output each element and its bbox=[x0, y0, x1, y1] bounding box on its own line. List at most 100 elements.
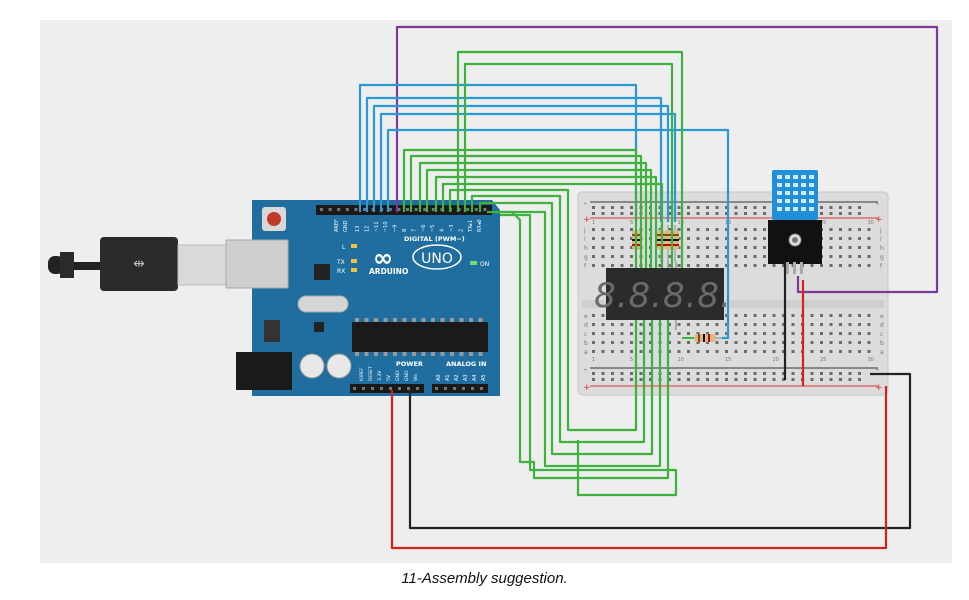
analog-pin-label: A2 bbox=[454, 374, 460, 381]
wire-green-4 bbox=[463, 62, 674, 268]
column-number: 30 bbox=[868, 357, 874, 363]
digital-pin-label: ~6 bbox=[421, 225, 427, 232]
digital-pin-label: 12 bbox=[364, 226, 370, 232]
analog-pin-label: A0 bbox=[436, 374, 442, 381]
rail-plus-label-tl: + bbox=[583, 215, 591, 225]
power-pin-label: GND bbox=[395, 370, 401, 381]
wire-purple-dht-signal bbox=[395, 25, 939, 294]
row-letter: i bbox=[584, 236, 586, 243]
column-number: 1 bbox=[592, 220, 595, 226]
column-number: 5 bbox=[630, 357, 633, 363]
power-pin-label: 3.3V bbox=[377, 370, 383, 381]
row-letter: f bbox=[584, 263, 587, 270]
column-number: 25 bbox=[820, 220, 826, 226]
usb-b-socket bbox=[225, 239, 289, 289]
power-pin-label: 5V bbox=[386, 374, 392, 381]
row-letter: c bbox=[584, 331, 587, 338]
digital-pin-label: 2 bbox=[458, 229, 464, 232]
rail-minus-label-tl: - bbox=[584, 199, 587, 208]
wire-green-9 bbox=[448, 188, 638, 432]
analog-pin-label: A5 bbox=[481, 374, 487, 381]
column-number: 10 bbox=[678, 357, 684, 363]
rail-plus-label-br: + bbox=[875, 383, 883, 393]
gnd-label: GND bbox=[343, 220, 349, 232]
wire-green-7 bbox=[434, 175, 658, 268]
wire-green-6 bbox=[425, 168, 653, 268]
wire-green-11 bbox=[478, 201, 654, 456]
usb-connector bbox=[177, 244, 229, 286]
breadboard-channel bbox=[582, 300, 884, 308]
row-letter: c bbox=[880, 331, 883, 338]
capacitor-1 bbox=[299, 353, 325, 379]
rail-plus-label-tr: + bbox=[875, 215, 883, 225]
arduino-infinity-logo: ∞ bbox=[373, 244, 393, 272]
row-letter: d bbox=[880, 322, 884, 329]
power-jack bbox=[236, 352, 292, 390]
column-number: 5 bbox=[630, 220, 633, 226]
model-label: UNO bbox=[421, 251, 453, 267]
row-letter: i bbox=[880, 236, 882, 243]
digital-pin-label: 7 bbox=[411, 229, 417, 232]
row-letter: h bbox=[880, 245, 884, 252]
row-letter: g bbox=[880, 254, 884, 261]
digital-pin-label: ~3 bbox=[449, 225, 455, 232]
row-letter: j bbox=[583, 227, 586, 234]
wire-green-14 bbox=[500, 213, 678, 497]
wire-green-3 bbox=[456, 50, 684, 268]
on-label: ON bbox=[480, 261, 489, 268]
row-letter: e bbox=[880, 313, 884, 320]
figure-caption: 11-Assembly suggestion. bbox=[401, 570, 568, 587]
row-letter: a bbox=[880, 349, 884, 356]
wire-green-5 bbox=[418, 161, 648, 268]
row-letter: b bbox=[880, 340, 884, 347]
analog-pin-label: A4 bbox=[472, 374, 478, 381]
power-pin-label: GND bbox=[404, 370, 410, 381]
row-letter: d bbox=[584, 322, 588, 329]
digital-pin-label: 13 bbox=[355, 226, 361, 232]
atmega-chip bbox=[352, 322, 488, 352]
column-number: 10 bbox=[678, 220, 684, 226]
row-letter: f bbox=[880, 263, 883, 270]
wires bbox=[358, 25, 939, 550]
wire-green-13 bbox=[495, 210, 670, 480]
crystal-oscillator bbox=[297, 295, 349, 313]
led-rx-label: RX bbox=[337, 268, 345, 275]
row-letter: b bbox=[584, 340, 588, 347]
capacitor-2 bbox=[326, 353, 352, 379]
wire-blue-5 bbox=[386, 128, 730, 340]
digital-pin-label: ~9 bbox=[393, 225, 399, 232]
wire-red-5v bbox=[390, 386, 888, 550]
aref-label: AREF bbox=[334, 219, 340, 232]
usb-plug bbox=[100, 237, 178, 291]
column-number: 25 bbox=[820, 357, 826, 363]
column-number: 20 bbox=[773, 357, 779, 363]
dht-sensor-module bbox=[768, 170, 822, 274]
digital-pin-label: 8 bbox=[402, 229, 408, 232]
analog-pin-label: A3 bbox=[463, 374, 469, 381]
digital-pin-label: 4 bbox=[440, 229, 446, 232]
regulator bbox=[264, 320, 280, 342]
row-letter: j bbox=[879, 227, 882, 234]
row-letter: g bbox=[584, 254, 588, 261]
row-letter: e bbox=[584, 313, 588, 320]
power-pin-label: Vin bbox=[413, 374, 419, 381]
usb-chip bbox=[314, 264, 330, 280]
wire-blue-3 bbox=[372, 104, 670, 222]
power-pin-label: IOREF bbox=[359, 367, 365, 381]
power-pin-label: RESET bbox=[368, 366, 374, 381]
wire-black-gnd bbox=[408, 372, 912, 530]
resistor-5 bbox=[682, 334, 726, 342]
digital-pin-label: ~11 bbox=[374, 221, 380, 232]
power-header bbox=[350, 384, 424, 393]
rail-plus-label-bl: + bbox=[583, 383, 591, 393]
power-header-label: POWER bbox=[396, 360, 423, 368]
analog-pin-label: A1 bbox=[445, 374, 451, 381]
arduino-uno-board: ⇹ ∞ UNO ARDUINO L TX RX ON bbox=[48, 200, 500, 396]
analog-header-label: ANALOG IN bbox=[446, 360, 486, 368]
digital-pin-label: TX▸1 bbox=[468, 220, 474, 233]
wire-green-1 bbox=[402, 148, 638, 268]
resistor-3 bbox=[664, 225, 672, 262]
digital-pin-label: RX◂0 bbox=[477, 219, 483, 232]
wire-blue-4 bbox=[379, 112, 677, 222]
